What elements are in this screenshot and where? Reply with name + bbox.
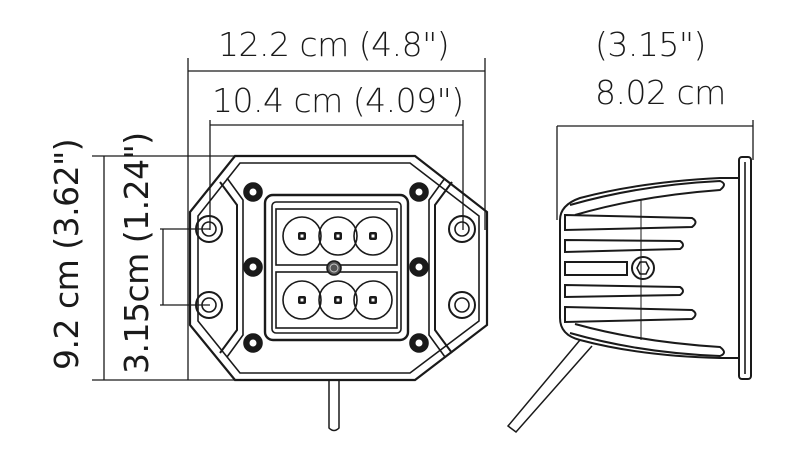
side-view [506,156,752,434]
inner-width-label: 10.4 cm (4.09") [212,81,464,120]
cable [328,380,340,432]
mount-holes [195,215,476,319]
vent-icon [326,260,342,276]
depth-inch-label: (3.15") [595,25,706,64]
depth-cm-label: 8.02 cm [595,73,726,112]
overall-width-label: 12.2 cm (4.8") [218,25,450,64]
heat-sink-fins [564,213,697,324]
dimension-lines [92,58,754,381]
front-view [188,154,489,432]
led-array [282,216,393,320]
side-cable [506,339,593,434]
bolt-icon [631,256,655,280]
